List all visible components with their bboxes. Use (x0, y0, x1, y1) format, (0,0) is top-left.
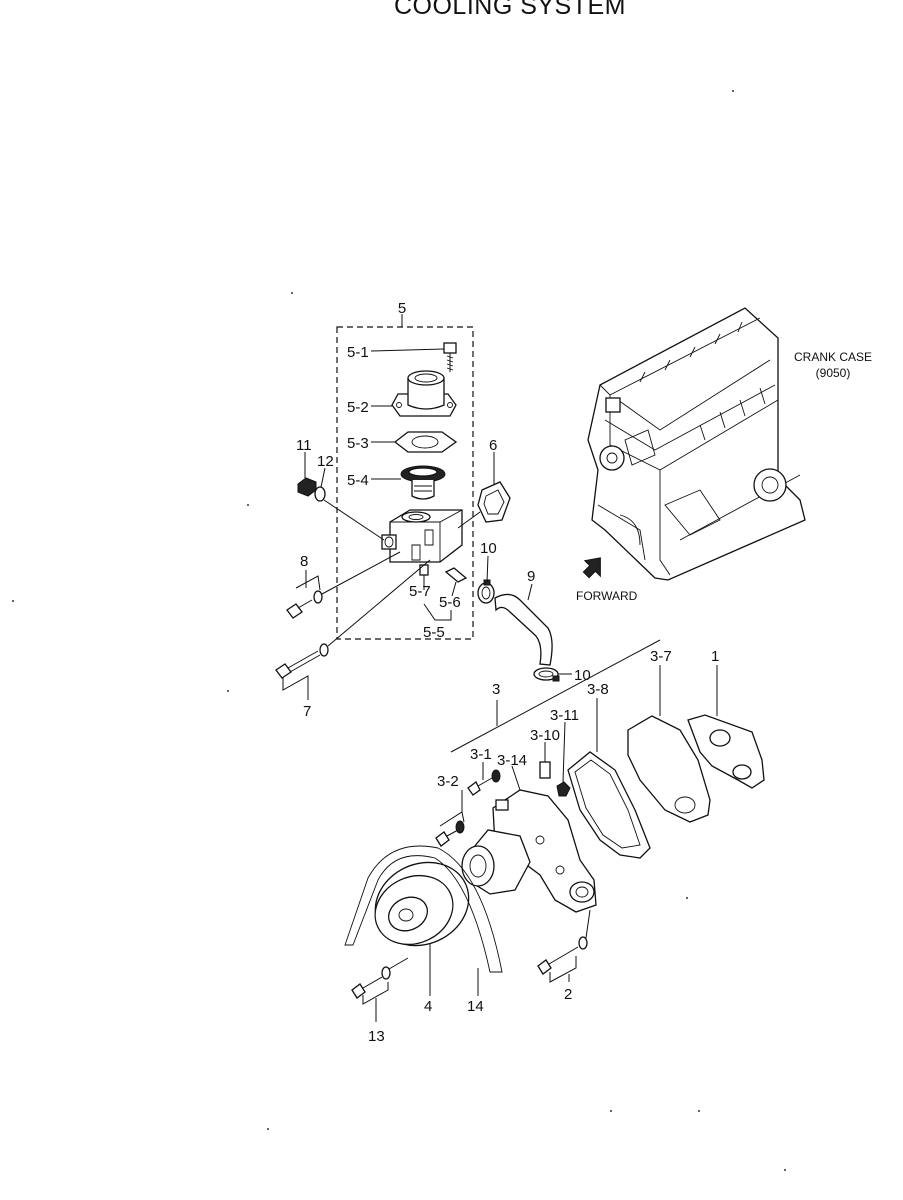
hose-clamp-10-lower-icon (533, 667, 560, 682)
callout-11: 11 (296, 437, 312, 454)
engine-block-illustration (587, 307, 806, 581)
bolt-2-icon (537, 936, 588, 975)
sensor-5-6-icon (444, 567, 468, 583)
bolt-3-1-icon (467, 769, 501, 796)
bolt-7-icon (275, 643, 329, 679)
callout-3-10: 3-10 (530, 727, 560, 744)
plate-1-icon (687, 714, 765, 789)
callout-9: 9 (527, 568, 535, 585)
callout-5-1: 5-1 (347, 344, 369, 361)
gasket-5-3-icon (393, 431, 458, 453)
gasket-3-7-icon (627, 715, 711, 823)
callout-13: 13 (368, 1028, 385, 1045)
water-outlet-5-2-icon (391, 370, 457, 417)
callout-7: 7 (303, 703, 311, 720)
gasket-6-icon (477, 481, 511, 523)
thermostat-group-box (336, 326, 474, 640)
gasket-3-8-icon (567, 751, 651, 859)
callout-3: 3 (492, 681, 500, 698)
callout-12: 12 (317, 453, 334, 470)
hose-clamp-10-upper-icon (477, 579, 495, 604)
belt-14-icon (344, 845, 503, 973)
crank-case-label: CRANK CASE (794, 350, 872, 364)
crank-case-code: (9050) (816, 366, 851, 380)
callout-1: 1 (711, 648, 719, 665)
callout-8: 8 (300, 553, 308, 570)
hose-9-icon (494, 593, 553, 666)
thermostat-5-4-icon (400, 465, 446, 500)
callout-6: 6 (489, 437, 497, 454)
callout-5-6: 5-6 (439, 594, 461, 611)
thermostat-housing-5-5-icon (381, 509, 463, 563)
callout-5-7: 5-7 (409, 583, 431, 600)
callout-3-11: 3-11 (550, 707, 579, 724)
callout-5-5: 5-5 (423, 624, 445, 641)
callout-3-2: 3-2 (437, 773, 459, 790)
forward-label: FORWARD (576, 589, 638, 603)
callout-5-3: 5-3 (347, 435, 369, 452)
nut-3-11-icon (556, 781, 571, 797)
pulley-4-icon (374, 861, 470, 947)
callout-4: 4 (424, 998, 432, 1015)
bolt-5-1-icon (443, 342, 457, 372)
bolt-3-2-icon (435, 820, 465, 847)
callout-5-4: 5-4 (347, 472, 369, 489)
callout-5: 5 (398, 300, 406, 317)
callout-3-7: 3-7 (650, 648, 672, 665)
forward-arrow-icon (582, 557, 601, 579)
washer-12-icon (314, 486, 326, 502)
callout-3-8: 3-8 (587, 681, 609, 698)
pin-3-10-icon (539, 761, 551, 779)
callout-5-2: 5-2 (347, 399, 369, 416)
plug-11-icon (297, 477, 317, 497)
plug-5-7-icon (419, 564, 429, 576)
callout-10-upper: 10 (480, 540, 497, 557)
water-pump-3-icon (461, 789, 597, 913)
scan-specks (12, 90, 786, 1171)
bolt-8-icon (286, 590, 323, 619)
bolt-13-icon (351, 966, 391, 999)
page-title: COOLING SYSTEM (393, 0, 627, 20)
callout-14: 14 (467, 998, 484, 1015)
callout-3-14: 3-14 (497, 752, 527, 769)
callout-3-1: 3-1 (470, 746, 492, 763)
callout-2: 2 (564, 986, 572, 1003)
